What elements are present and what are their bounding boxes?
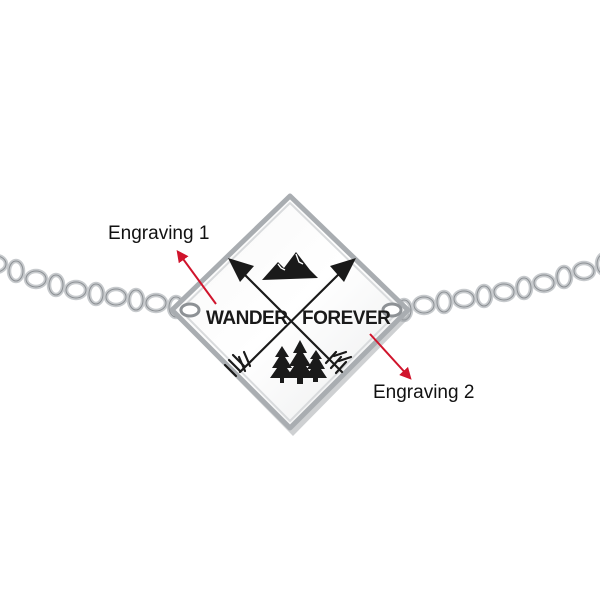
- chain-link-right-10-edge: [596, 255, 600, 273]
- chain-link-left-6-edge: [105, 288, 127, 306]
- engraving-1-label: Engraving 1: [108, 223, 210, 244]
- chain-link-right-8-edge: [556, 266, 572, 288]
- chain-link-right-1-edge: [413, 296, 435, 314]
- chain-link-left-0-edge: [0, 256, 7, 272]
- chain-link-right-6-edge: [516, 277, 532, 299]
- callout-arrow-1: [176, 250, 217, 305]
- chain-link-left-2-edge: [25, 270, 47, 288]
- chain-link-right-5-edge: [493, 283, 515, 301]
- mountain-icon: [262, 252, 318, 280]
- right-connector-hole: [381, 302, 403, 318]
- chain-link-right-2-edge: [436, 291, 452, 313]
- chain-link-right-3-edge: [453, 290, 475, 308]
- chain-link-right-4-edge: [476, 285, 492, 307]
- callout-arrow-2: [369, 333, 412, 380]
- chain-link-left-4-edge: [65, 281, 87, 299]
- chain-link-left-8-edge: [145, 294, 167, 312]
- left-connector-hole: [179, 302, 201, 318]
- engraving-word-left: WANDER: [206, 308, 288, 329]
- chain-link-right-7-edge: [533, 274, 555, 292]
- chain-link-left-1-edge: [8, 260, 24, 282]
- bracelet-chain: [0, 252, 600, 323]
- chain-link-left-3-edge: [48, 274, 64, 296]
- engraving-word-right: FOREVER: [302, 308, 391, 329]
- engraving-2-label: Engraving 2: [373, 382, 475, 403]
- chain-link-right-9-edge: [573, 262, 595, 280]
- chain-link-left-5-edge: [88, 283, 104, 305]
- crossed-arrows-icon: [223, 258, 356, 378]
- chain-link-left-7-edge: [128, 289, 144, 311]
- pine-trees-icon: [270, 340, 327, 384]
